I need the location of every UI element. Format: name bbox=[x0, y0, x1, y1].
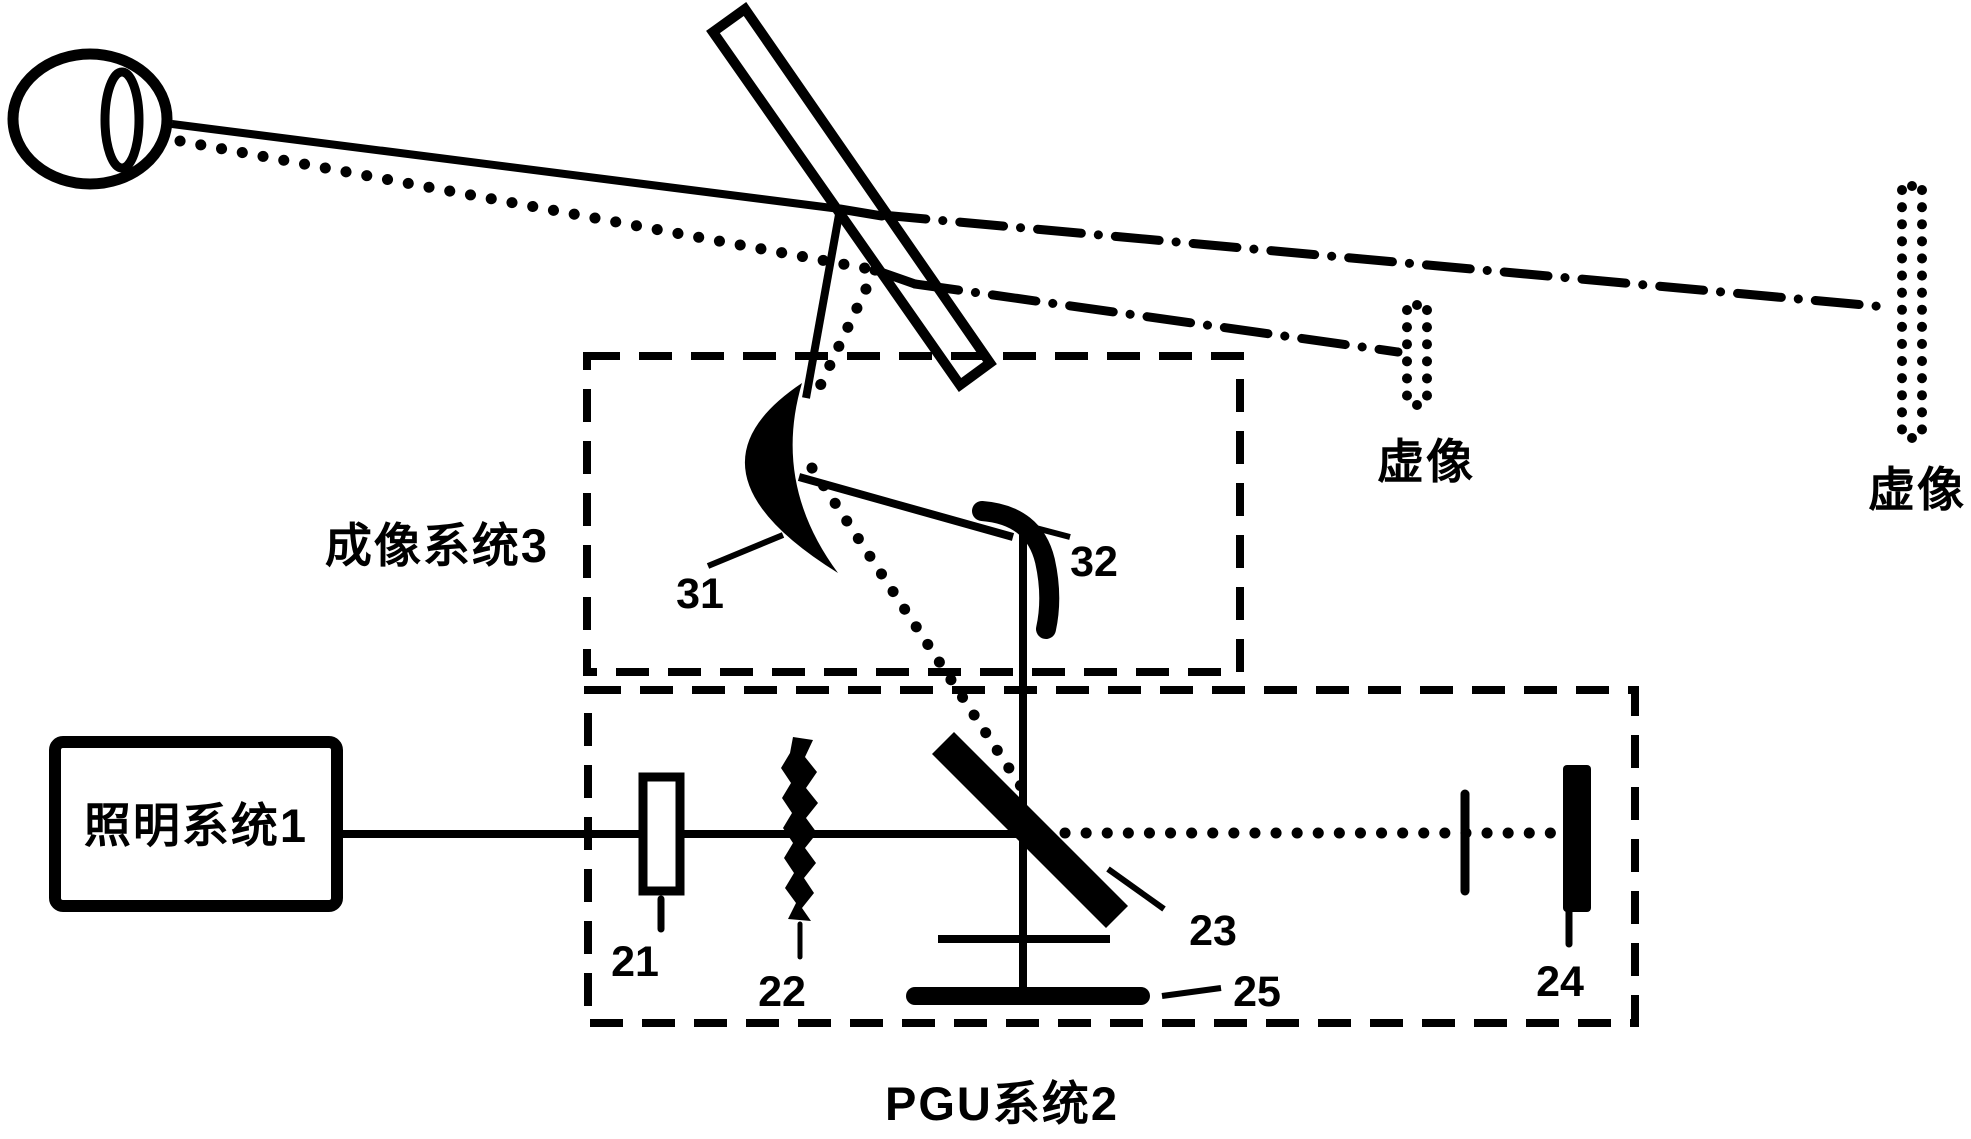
imaging-system-label: 成像系统3 bbox=[325, 519, 549, 572]
virtual-image-far-top-cap bbox=[1907, 181, 1917, 191]
virtual-image-near-top-cap bbox=[1412, 300, 1422, 310]
beamsplitter-23-label: 23 bbox=[1189, 907, 1237, 955]
ray-solid-eye-to-windshield bbox=[171, 120, 841, 213]
ray-dotted-eye-to-windshield bbox=[174, 135, 881, 276]
virtual-image-near-label: 虚像 bbox=[1377, 435, 1475, 488]
component-24-label: 24 bbox=[1536, 958, 1584, 1006]
beamsplitter-23 bbox=[932, 732, 1128, 928]
virtual-image-far-bottom-cap bbox=[1907, 433, 1917, 443]
mirror-32-leader-line bbox=[1031, 524, 1071, 540]
component-21-label: 21 bbox=[611, 938, 659, 986]
beamsplitter-23-leader-line bbox=[1106, 866, 1166, 912]
illumination-system-box bbox=[49, 736, 343, 912]
component-24-panel bbox=[1563, 765, 1591, 912]
virtual-image-near bbox=[1402, 300, 1432, 410]
ray-dashdot-to-near-virtual-image bbox=[910, 279, 1403, 357]
virtual-image-far bbox=[1897, 181, 1927, 443]
mirror-32-label: 32 bbox=[1070, 538, 1118, 586]
ray-dotted-glass-tick bbox=[870, 265, 920, 289]
ray-dashdot-to-far-virtual-image bbox=[877, 210, 1891, 312]
component-25-label: 25 bbox=[1233, 968, 1281, 1016]
ray-solid-glass-tick bbox=[835, 204, 887, 221]
component-22-label: 22 bbox=[758, 968, 806, 1016]
component-21-lens bbox=[638, 772, 685, 896]
pgu-system-box bbox=[584, 686, 1639, 1027]
ray-solid-mirror31-to-mirror32 bbox=[797, 473, 1015, 541]
imaging-system-box bbox=[583, 352, 1244, 676]
component-25-leader-line bbox=[1161, 985, 1222, 999]
ray-dotted-mirror31-to-beamsplitter bbox=[806, 462, 1028, 794]
eye-pupil-icon bbox=[100, 67, 144, 173]
illumination-system-label: 照明系统1 bbox=[84, 799, 308, 852]
mirror-32 bbox=[972, 501, 1060, 639]
mirror-31-label: 31 bbox=[676, 570, 724, 618]
mirror-31-leader-line bbox=[706, 532, 785, 569]
mirror-31 bbox=[744, 383, 838, 573]
eye-icon bbox=[7, 48, 173, 190]
ray-dotted-windshield-to-mirror31 bbox=[806, 264, 881, 409]
virtual-image-far-label: 虚像 bbox=[1868, 463, 1966, 516]
pgu-system-label: PGU系统2 bbox=[885, 1077, 1119, 1130]
ray-solid-windshield-to-mirror31 bbox=[802, 208, 844, 399]
virtual-image-near-bottom-cap bbox=[1412, 400, 1422, 410]
component-22-diffuser bbox=[781, 737, 818, 921]
